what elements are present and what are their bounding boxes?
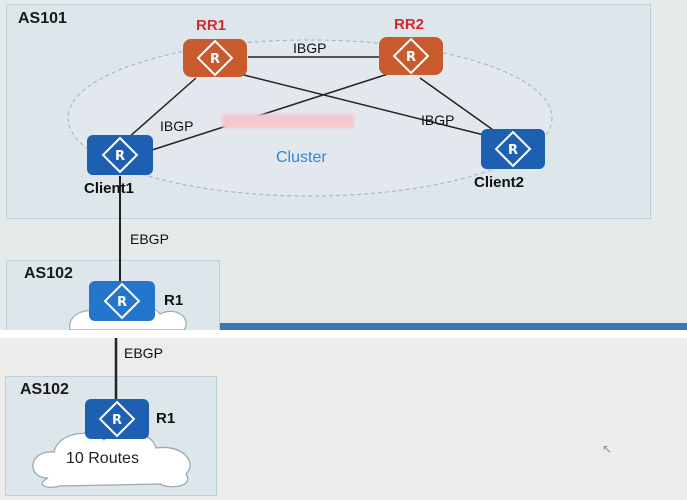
link-rr1-client2 (239, 73, 489, 137)
as102-label-top: AS102 (24, 265, 73, 282)
router-client2[interactable]: R (480, 128, 546, 175)
cloud-routes-label: 10 Routes (66, 450, 139, 467)
router-client1[interactable]: R (86, 134, 154, 181)
mouse-pointer-icon: ↖ (602, 442, 613, 456)
svg-text:R: R (210, 52, 220, 67)
svg-text:R: R (112, 413, 122, 428)
svg-text:R: R (115, 149, 125, 164)
cluster-label: Cluster (276, 149, 327, 166)
as101-label: AS101 (18, 10, 67, 27)
router-r1-bottom[interactable]: R (84, 398, 150, 445)
ibgp-label-left: IBGP (160, 118, 194, 134)
link-rr1-client1 (127, 77, 197, 139)
cloud-bottom (32, 430, 191, 488)
router-rr1[interactable]: R (182, 38, 248, 83)
ibgp-label-top: IBGP (293, 40, 327, 56)
router-icon: R (89, 281, 155, 321)
window-edge-strip (220, 323, 687, 330)
client1-label: Client1 (84, 180, 135, 197)
smudge-mark (222, 114, 354, 128)
router-rr2[interactable]: R (378, 36, 444, 81)
screenshot-divider (0, 330, 687, 338)
ebgp-label-top: EBGP (130, 231, 169, 247)
link-rr2-client2 (419, 77, 497, 133)
r1-label-top: R1 (164, 292, 184, 309)
router-icon: R (85, 399, 149, 439)
ibgp-label-right: IBGP (421, 112, 455, 128)
bottom-screenshot-panel: R EBGP AS102 R1 10 Routes ↖ (0, 338, 687, 500)
svg-text:R: R (508, 143, 518, 158)
top-screenshot-panel: R R R R R AS101 RR1 RR2 IBGP IBGP (6, 4, 651, 330)
client2-label: Client2 (474, 174, 525, 191)
rr2-label: RR2 (394, 16, 425, 33)
ebgp-label-bottom: EBGP (124, 345, 163, 361)
svg-text:R: R (406, 50, 416, 65)
router-icon: R (183, 39, 247, 77)
router-icon: R (481, 129, 545, 169)
link-rr2-client1 (151, 73, 389, 151)
router-icon: R (87, 135, 153, 175)
svg-text:R: R (117, 295, 127, 310)
r1-label-bottom: R1 (156, 410, 176, 427)
rr1-label: RR1 (196, 17, 227, 34)
router-icon: R (379, 37, 443, 75)
as102-label-bottom: AS102 (20, 381, 69, 398)
topology-lines-bottom (32, 338, 191, 488)
router-r1-top[interactable]: R (88, 280, 156, 327)
